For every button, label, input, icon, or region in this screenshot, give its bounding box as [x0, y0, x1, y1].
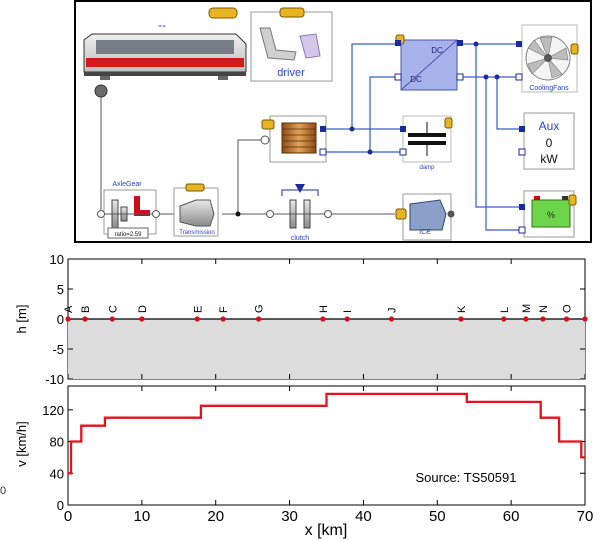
ice-label: ICE	[419, 229, 431, 236]
battery-label: %	[547, 210, 555, 220]
train-label: --	[158, 18, 166, 32]
station-label: I	[342, 310, 354, 313]
clutch-label: clutch	[291, 235, 309, 242]
station-marker	[194, 316, 200, 322]
station-marker	[563, 316, 570, 322]
battery: %	[518, 190, 577, 238]
elevation-ylabel: h [m]	[14, 305, 29, 334]
seat-icon	[259, 27, 297, 61]
axle-ratio: ratio=2.59	[115, 232, 143, 238]
station-label: D	[137, 305, 149, 313]
station-marker	[82, 316, 88, 322]
engine-icon	[409, 199, 447, 231]
station-marker	[109, 316, 115, 322]
station-marker	[501, 316, 507, 322]
station-label: L	[499, 307, 511, 313]
speed-xtick-label: 50	[429, 508, 446, 525]
station-marker	[220, 316, 226, 322]
pedal-icon	[299, 33, 321, 59]
speed-xtick-label: 70	[577, 508, 594, 525]
speed-limit-line	[68, 392, 585, 475]
aux-value: 0	[546, 136, 553, 150]
cooling-fans-label: CoolingFans	[529, 85, 569, 92]
speed-xtick-label: 30	[281, 508, 298, 525]
model-diagram: -- driver DC DC	[74, 0, 592, 243]
source-annotation: Source: TS50591	[416, 470, 517, 485]
station-marker	[139, 316, 145, 322]
driver-block: driver	[250, 7, 333, 82]
speed-xtick-label: 10	[134, 508, 151, 525]
electric-wires	[326, 43, 519, 231]
station-label: E	[192, 306, 204, 313]
aux-unit: kW	[540, 152, 558, 166]
station-marker	[255, 316, 262, 322]
station-label: F	[218, 306, 230, 313]
clutch: clutch	[266, 184, 332, 242]
mechanical-wires	[100, 92, 395, 215]
elevation-ytick-label: 0	[57, 312, 64, 327]
speed-ytick-label: 120	[42, 403, 64, 418]
train-icon: --	[83, 18, 247, 80]
clutch-input-icon	[295, 184, 305, 193]
train-flange	[94, 84, 108, 98]
elevation-ytick-label: -5	[52, 342, 64, 357]
speed-ylabel: v [km/h]	[14, 421, 29, 467]
station-marker	[523, 316, 529, 322]
station-label: G	[254, 304, 266, 313]
station-marker	[388, 316, 395, 322]
station-label: N	[538, 305, 550, 313]
speed-ytick-label: 80	[50, 435, 64, 450]
station-label: K	[456, 305, 468, 313]
speed-xtick-label: 0	[64, 508, 72, 525]
capacitor-label: damp	[419, 165, 435, 171]
elevation-ytick-label: -10	[45, 372, 64, 387]
ice-engine: ICE	[395, 193, 455, 241]
dcdc-converter: DC DC	[394, 34, 464, 91]
fan-icon	[527, 36, 569, 79]
station-marker	[540, 316, 546, 322]
station-label: H	[318, 305, 330, 313]
axle-gear-label: AxleGear	[112, 181, 142, 188]
transmission: Transmission	[173, 183, 219, 237]
speed-xlabel: x [km]	[305, 522, 348, 539]
bus-connector-icon	[208, 7, 238, 19]
station-label: C	[107, 305, 119, 313]
stray-label: 0	[0, 485, 6, 497]
station-marker	[458, 316, 464, 322]
station-label: J	[386, 308, 398, 314]
capacitor: damp	[399, 115, 453, 171]
station-label: A	[63, 305, 75, 313]
transmission-label: Transmission	[179, 230, 214, 236]
elevation-ytick-label: 10	[50, 252, 64, 267]
electric-machine	[260, 115, 327, 163]
station-label: O	[562, 304, 574, 313]
axle-gear: AxleGear ratio=2.59	[97, 181, 160, 239]
dc-bottom-label: DC	[410, 75, 422, 84]
speed-xtick-label: 20	[207, 508, 224, 525]
speed-chart: 0 40 80 120 0 10 20 30 40 50 60 70 Source: TS50591…	[14, 385, 594, 539]
speed-xtick-label: 60	[503, 508, 520, 525]
station-marker	[582, 316, 588, 322]
elevation-ytick-label: 5	[57, 282, 64, 297]
wire-junctions	[235, 41, 500, 217]
station-label: M	[521, 304, 533, 313]
driver-label: driver	[277, 67, 305, 79]
station-marker	[320, 316, 326, 322]
station-marker	[344, 316, 350, 322]
station-label: B	[80, 306, 92, 313]
speed-ytick-label: 40	[50, 466, 64, 481]
speed-ytick-label: 0	[57, 498, 64, 513]
station-marker	[65, 316, 71, 322]
aux-load: Aux 0 kW	[518, 112, 575, 170]
dc-top-label: DC	[431, 46, 443, 55]
cooling-fans: CoolingFans	[515, 24, 579, 93]
speed-xtick-label: 40	[355, 508, 372, 525]
aux-title: Aux	[539, 119, 560, 133]
driver-connector-icon	[279, 7, 305, 18]
elevation-profile	[68, 319, 585, 379]
